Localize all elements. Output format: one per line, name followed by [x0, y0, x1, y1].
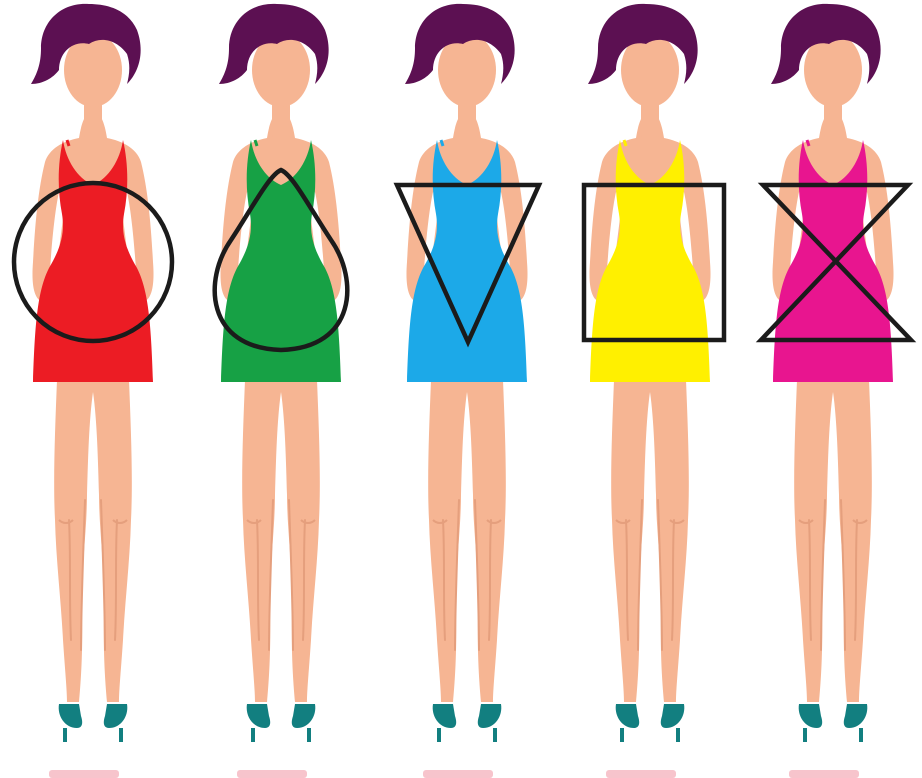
- cut-off-label: [606, 770, 676, 778]
- dress-strap: [441, 140, 443, 146]
- cut-off-label: [49, 770, 119, 778]
- heel-left: [63, 728, 67, 742]
- heel-right: [859, 728, 863, 742]
- heel-right: [493, 728, 497, 742]
- cut-off-label: [423, 770, 493, 778]
- heel-left: [437, 728, 441, 742]
- heel-left: [620, 728, 624, 742]
- heel-left: [251, 728, 255, 742]
- cut-off-label: [789, 770, 859, 778]
- dress-strap: [624, 140, 626, 146]
- dress-strap: [255, 140, 257, 146]
- dress-strap: [67, 140, 69, 146]
- cut-off-label: [237, 770, 307, 778]
- heel-right: [676, 728, 680, 742]
- heel-left: [803, 728, 807, 742]
- dress-strap: [807, 140, 809, 146]
- heel-right: [307, 728, 311, 742]
- heel-right: [119, 728, 123, 742]
